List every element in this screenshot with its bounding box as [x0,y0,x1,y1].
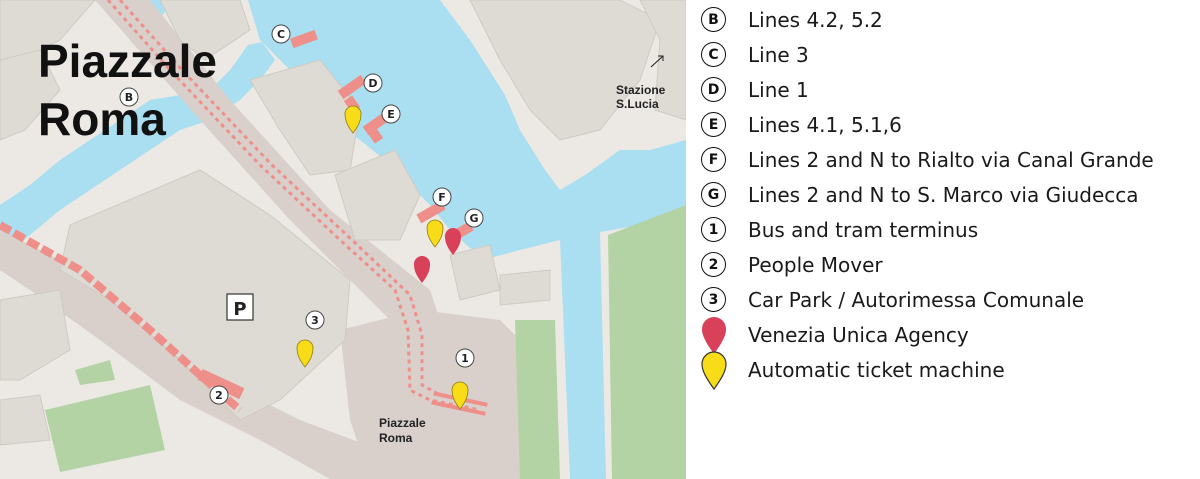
marker-F[interactable]: F [432,187,452,207]
marker-E[interactable]: E [381,104,401,124]
legend-label: Line 1 [748,77,809,102]
map-title-line1: Piazzale [38,35,217,87]
marker-C[interactable]: C [271,24,291,44]
legend-label: Automatic ticket machine [748,357,1005,382]
circle-letter-icon: B [701,7,726,32]
marker-2[interactable]: 2 [209,385,229,405]
circle-number-icon: 1 [701,217,726,242]
arrow-icon [650,55,664,68]
yellow-pin-icon[interactable] [426,219,444,248]
map-canvas: P B C D E F [0,0,686,479]
red-pin-icon[interactable] [414,256,430,283]
circle-number-icon: 2 [701,252,726,277]
marker-1[interactable]: 1 [455,348,475,368]
legend-item-agency: Venezia Unica Agency [696,316,1196,354]
station-label-line2: S.Lucia [616,97,659,111]
legend-symbol: G [696,177,736,212]
legend-item-2: 2 People Mover [696,247,1196,282]
legend-symbol: D [696,72,736,107]
parking-label: P [233,299,246,320]
marker-G[interactable]: G [464,208,484,228]
red-pin-icon [702,316,726,354]
circle-letter-icon: F [701,147,726,172]
station-label-line1: Stazione [616,83,666,97]
legend-symbol: C [696,37,736,72]
circle-letter-icon: D [701,77,726,102]
main-road [95,0,440,330]
legend-label: People Mover [748,252,883,277]
marker-D-label: D [368,77,377,90]
marker-B-label: B [125,91,133,104]
legend-label: Bus and tram terminus [748,217,979,242]
yellow-pin-icon[interactable] [296,339,314,368]
legend-symbol: B [696,2,736,37]
marker-B[interactable]: B [119,87,139,107]
legend-item-C: C Line 3 [696,37,1196,72]
marker-1-label: 1 [461,352,469,365]
yellow-pin-icon[interactable] [344,105,362,134]
bus-route-right [118,0,487,407]
circle-letter-icon: E [701,112,726,137]
yellow-pin-icon[interactable] [451,381,469,410]
legend-symbol: 3 [696,282,736,317]
marker-3-label: 3 [311,314,319,327]
marker-2-label: 2 [215,389,223,402]
legend-item-E: E Lines 4.1, 5.1,6 [696,107,1196,142]
legend-label: Lines 2 and N to S. Marco via Giudecca [748,182,1139,207]
marker-F-label: F [438,191,446,204]
legend-label: Lines 4.1, 5.1,6 [748,112,902,137]
legend-item-G: G Lines 2 and N to S. Marco via Giudecca [696,177,1196,212]
yellow-pin-icon [701,350,727,390]
marker-G-label: G [469,212,478,225]
legend-item-1: 1 Bus and tram terminus [696,212,1196,247]
ticket-machine-pins [296,105,469,410]
map-markers: B C D E F G 1 [119,24,484,405]
map[interactable]: P B C D E F [0,0,686,479]
circle-letter-icon: C [701,42,726,67]
map-title-line2: Roma [38,93,166,145]
legend-label: Lines 4.2, 5.2 [748,7,883,32]
marker-D[interactable]: D [363,73,383,93]
legend-symbol: 2 [696,247,736,282]
circle-number-icon: 3 [701,287,726,312]
square-label-line1: Piazzale [379,416,426,430]
agency-pins [414,228,461,283]
green-areas [45,205,686,479]
marker-E-label: E [387,108,395,121]
legend-item-F: F Lines 2 and N to Rialto via Canal Gran… [696,142,1196,177]
legend-symbol: F [696,142,736,177]
square-label-line2: Roma [379,431,413,445]
parking-sign[interactable]: P [226,293,254,321]
legend-label: Lines 2 and N to Rialto via Canal Grande [748,147,1154,172]
bus-route-left [106,0,481,412]
legend-symbol: 1 [696,212,736,247]
people-mover-track [0,221,243,414]
legend-symbol: E [696,107,736,142]
legend-item-B: B Lines 4.2, 5.2 [696,2,1196,37]
piazzale-area [340,310,520,479]
legend-symbol [696,350,736,390]
red-pin-icon[interactable] [445,228,461,255]
legend-label: Venezia Unica Agency [748,322,969,347]
canal-grande [248,0,686,258]
buildings [0,0,686,446]
right-canal [560,232,606,479]
legend-item-D: D Line 1 [696,72,1196,107]
marker-3[interactable]: 3 [305,310,325,330]
legend-label: Line 3 [748,42,809,67]
marker-C-label: C [277,28,285,41]
legend-label: Car Park / Autorimessa Comunale [748,287,1085,312]
circle-letter-icon: G [701,182,726,207]
legend-item-ticket-machine: Automatic ticket machine [696,350,1196,390]
legend-symbol [696,316,736,354]
legend: B Lines 4.2, 5.2 C Line 3 D Line 1 E Lin… [696,2,1196,390]
legend-item-3: 3 Car Park / Autorimessa Comunale [696,282,1196,317]
